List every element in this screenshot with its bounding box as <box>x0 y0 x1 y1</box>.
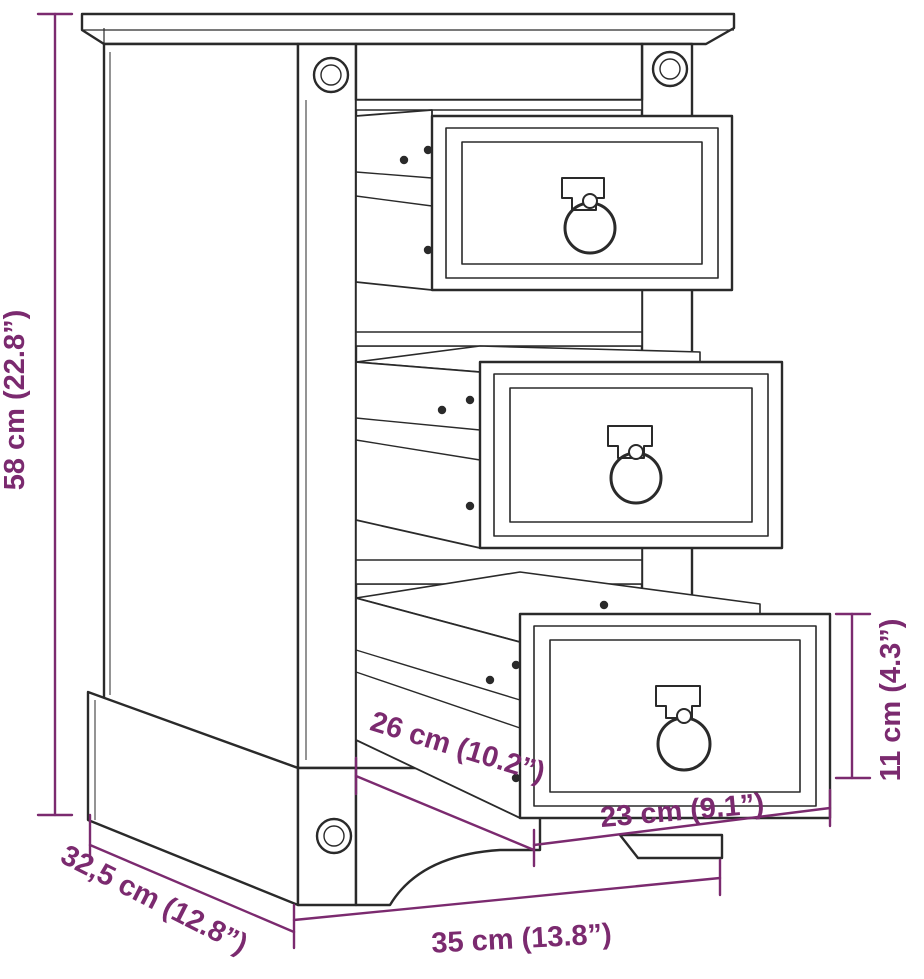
ring-pull-handle-icon[interactable] <box>655 685 712 772</box>
front-left-stile <box>296 42 358 770</box>
cabinet-left-side <box>102 42 300 770</box>
bottom-drawer[interactable] <box>355 571 832 820</box>
roundel-decor-icon <box>312 50 689 94</box>
ring-pull-handle-icon[interactable] <box>561 177 617 255</box>
depth-dimension-line <box>88 813 296 950</box>
height-label: 58 cm (22.8”) <box>0 310 31 491</box>
cabinet-top <box>80 12 736 46</box>
front-top-rail <box>354 42 644 102</box>
drawer-height-dimension-line <box>834 612 872 780</box>
drawer-width-dimension-line <box>532 788 832 847</box>
dimension-lines <box>36 12 872 950</box>
middle-drawer[interactable] <box>355 345 784 550</box>
width-dimension-line <box>292 858 722 922</box>
top-drawer[interactable] <box>355 109 734 292</box>
drawer-height-label: 11 cm (4.3”) <box>875 619 907 782</box>
width-label: 35 cm (13.8”) <box>431 918 613 959</box>
height-dimension-line <box>36 12 74 817</box>
drawer-depth-dimension-line <box>354 756 536 868</box>
ring-pull-handle-icon[interactable] <box>607 425 663 505</box>
